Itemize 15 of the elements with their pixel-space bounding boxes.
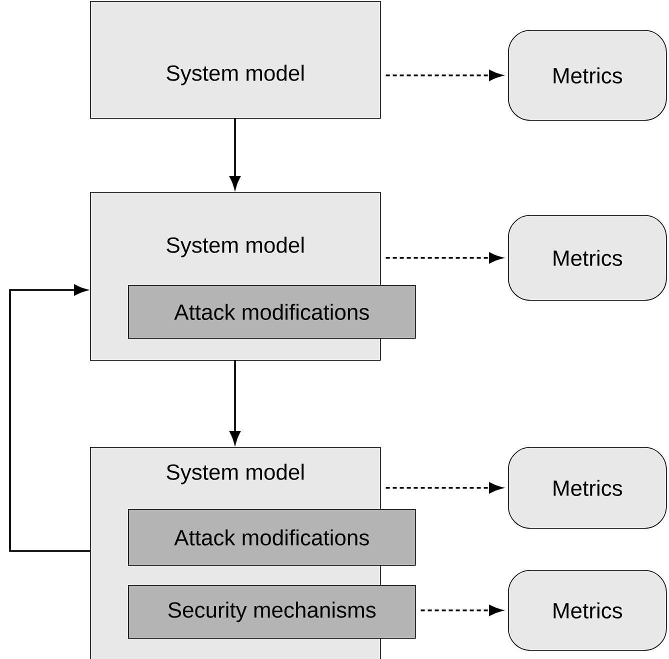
- arrow: [230, 360, 240, 444]
- metrics-box: Metrics: [508, 570, 667, 651]
- arrow: [386, 482, 502, 494]
- metrics-box: Metrics: [508, 215, 667, 301]
- metrics-box: Metrics: [508, 447, 667, 529]
- metrics-box: Metrics: [508, 30, 667, 121]
- module-box: Attack modifications: [128, 509, 416, 566]
- arrow: [9, 284, 90, 552]
- arrow: [420, 605, 502, 616]
- module-box: Security mechanisms: [128, 585, 416, 639]
- arrow: [386, 70, 502, 81]
- module-box: Attack modifications: [128, 285, 416, 339]
- arrow: [386, 252, 502, 264]
- model-box: System model: [90, 1, 381, 119]
- arrow: [230, 118, 240, 190]
